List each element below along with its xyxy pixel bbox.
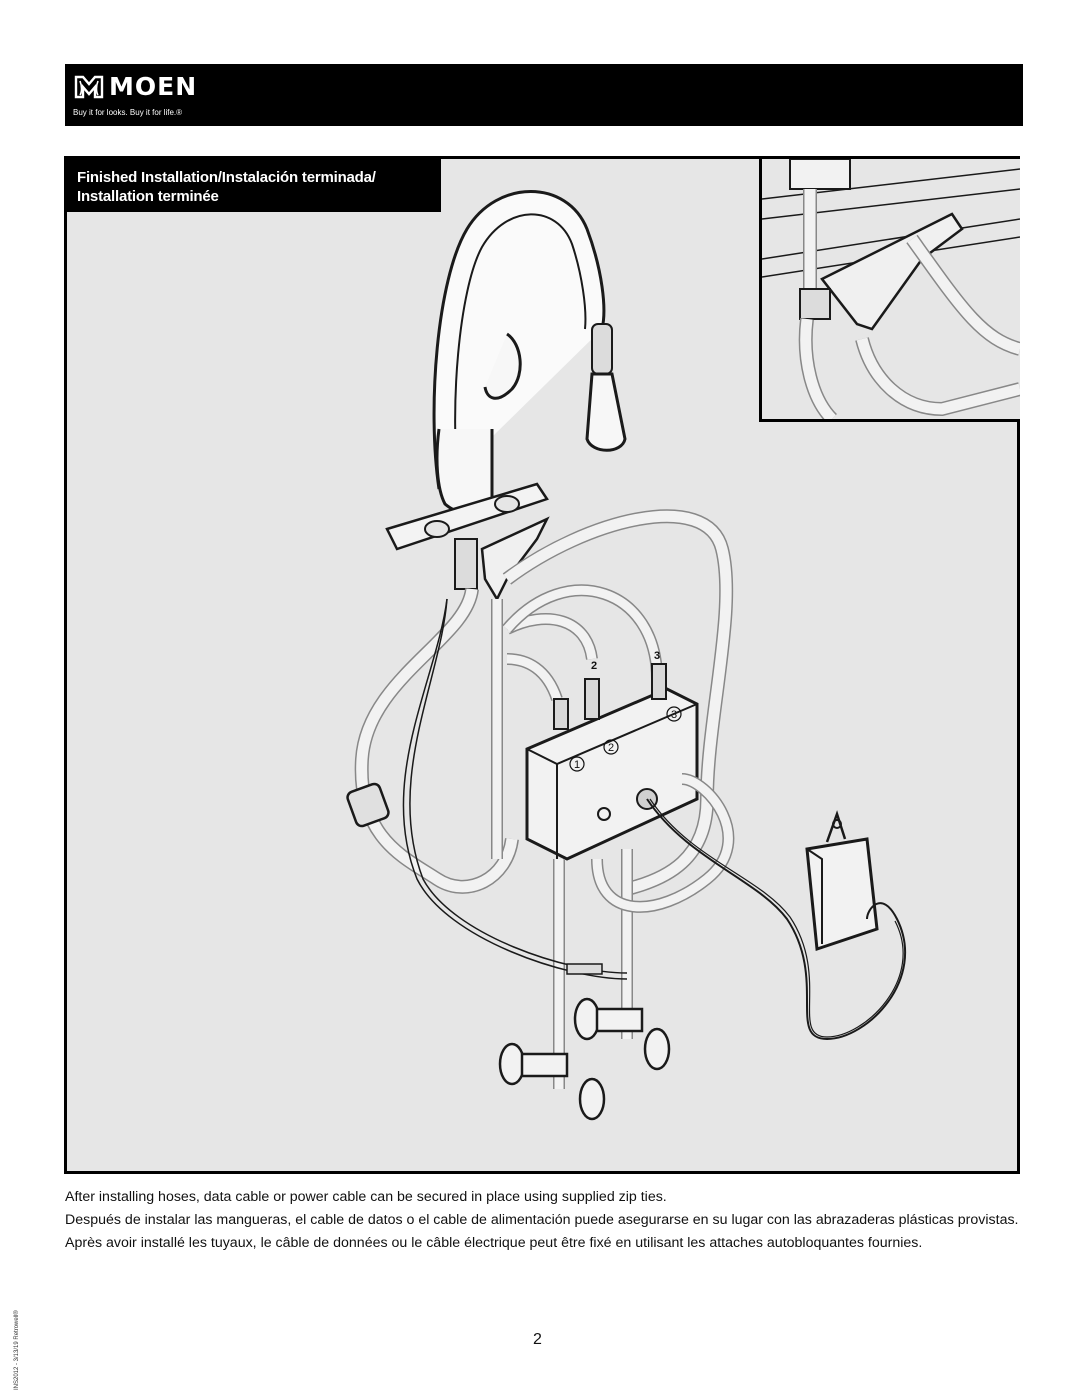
sprayer-hose-loop	[402, 598, 628, 980]
bracket-detail-illustration	[761, 158, 1022, 424]
pulldown-hose-sleeve	[591, 323, 613, 375]
zip-tie	[566, 963, 603, 975]
faucet-installation-illustration: 1 2 3 2 3	[346, 190, 906, 1121]
page-number: 2	[533, 1331, 542, 1348]
faucet-shank	[454, 538, 478, 590]
figure-title: Finished Installation/Instalación termin…	[77, 169, 376, 205]
header-bar: MOEN Buy it for looks. Buy it for life.®	[65, 64, 1023, 126]
power-box	[805, 837, 879, 952]
line-label-2: 2	[591, 660, 597, 672]
supply-lines	[553, 773, 735, 1089]
brand-name: MOEN	[109, 72, 198, 101]
line-label-3: 3	[654, 650, 660, 662]
inlet-fitting-1	[553, 698, 569, 730]
port-label-1: 1	[574, 759, 580, 771]
moen-emblem-icon	[74, 75, 104, 99]
power-box-hanger	[825, 810, 847, 843]
caption-french: Après avoir installé les tuyaux, le câbl…	[65, 1235, 923, 1251]
spray-head	[585, 372, 627, 452]
moen-logo: MOEN Buy it for looks. Buy it for life.®	[73, 72, 273, 122]
stop-valves	[498, 997, 671, 1121]
inlet-fitting-3	[651, 663, 667, 700]
faucet-handle	[483, 332, 522, 400]
document-code: INS2012 - 3/13/19 Retrowell®	[14, 1310, 20, 1390]
port-label-3: 3	[671, 709, 677, 721]
quick-connect-fitting	[346, 782, 390, 828]
caption-english: After installing hoses, data cable or po…	[65, 1189, 667, 1205]
figure-title-box: Finished Installation/Instalación termin…	[67, 159, 441, 212]
instruction-captions: After installing hoses, data cable or po…	[65, 1186, 1023, 1255]
power-cable	[646, 798, 906, 1041]
installation-figure: Finished Installation/Instalación termin…	[64, 156, 1022, 1174]
brand-tagline: Buy it for looks. Buy it for life.®	[73, 108, 183, 117]
supply-hoses	[354, 509, 734, 896]
inlet-fitting-2	[584, 678, 600, 720]
port-label-2: 2	[608, 742, 614, 754]
caption-spanish: Después de instalar las mangueras, el ca…	[65, 1212, 1019, 1228]
faucet-spout	[432, 190, 606, 490]
bracket-detail-inset	[759, 158, 1022, 424]
